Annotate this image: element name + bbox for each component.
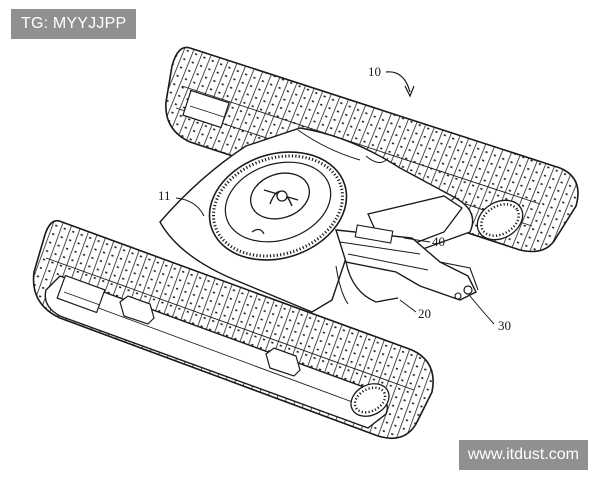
reference-labels: 10 11 40 20 30 — [158, 64, 511, 333]
slewing-ring — [208, 151, 348, 261]
watermark-bottom-right: www.itdust.com — [458, 440, 588, 470]
arm-assembly — [335, 195, 479, 305]
ref-label-40: 40 — [432, 234, 445, 249]
lower-track — [32, 219, 434, 440]
ref-label-30: 30 — [498, 318, 511, 333]
upper-track — [165, 46, 579, 253]
watermark-top-left: TG: MYYJJPP — [11, 9, 137, 39]
ref-label-11: 11 — [158, 188, 171, 203]
ref-label-10: 10 — [368, 64, 381, 79]
ref-label-20: 20 — [418, 306, 431, 321]
upper-sprocket — [476, 199, 524, 241]
